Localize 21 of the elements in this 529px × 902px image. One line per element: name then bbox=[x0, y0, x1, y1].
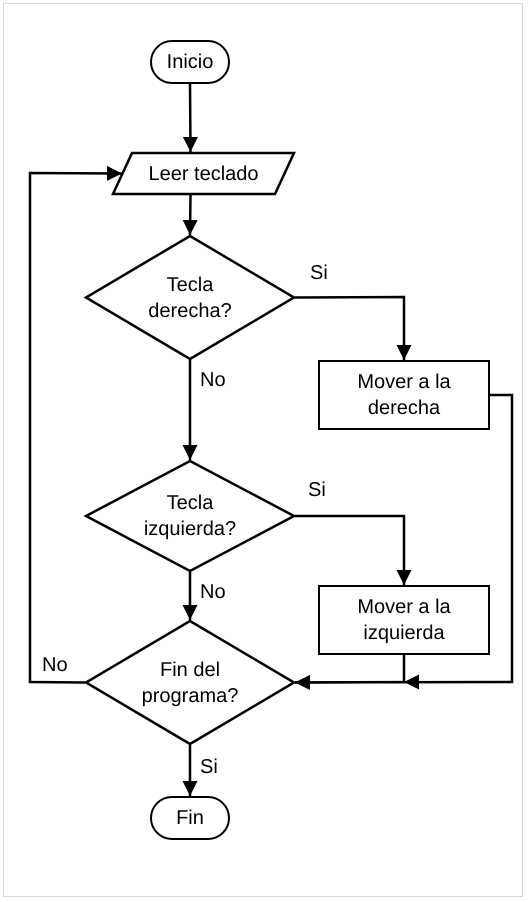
arrow bbox=[295, 296, 412, 360]
node-label: Fin bbox=[175, 806, 205, 831]
node-label: Mover a la izquierda bbox=[356, 595, 452, 646]
arrow bbox=[182, 360, 198, 460]
terminal-box bbox=[150, 40, 230, 84]
arrow bbox=[295, 514, 412, 585]
arrow bbox=[182, 84, 198, 152]
arrow bbox=[28, 166, 122, 684]
node-label: Fin del programa? bbox=[140, 658, 240, 708]
process-box bbox=[318, 585, 490, 655]
process-box bbox=[318, 360, 490, 430]
terminal-box bbox=[150, 796, 230, 840]
node-label: Tecla izquierda? bbox=[142, 491, 238, 542]
arrow bbox=[182, 572, 198, 620]
node-label: Inicio bbox=[166, 50, 214, 75]
node-label: Mover a la derecha bbox=[356, 370, 452, 421]
arrow bbox=[182, 194, 198, 236]
arrow bbox=[295, 655, 406, 690]
node-label: Leer teclado bbox=[147, 162, 260, 186]
node-label: Tecla derecha? bbox=[147, 272, 233, 324]
arrow bbox=[182, 745, 198, 796]
